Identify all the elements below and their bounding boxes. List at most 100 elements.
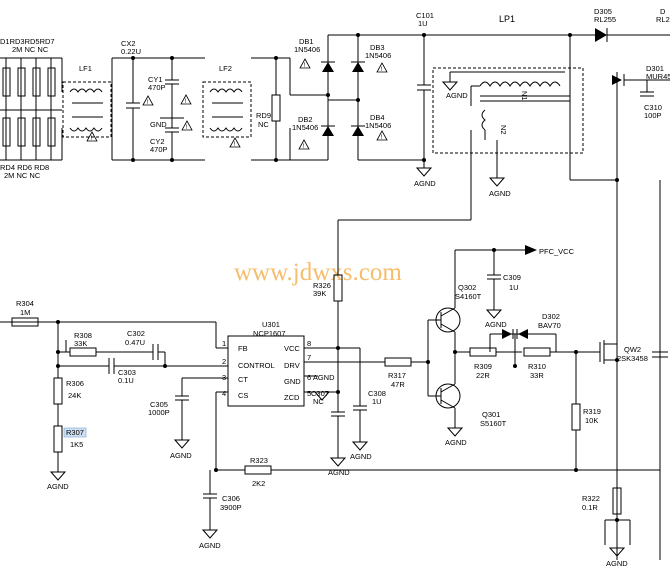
pin-label-drv: DRV — [284, 361, 300, 370]
label-r319-val: 10K — [585, 416, 598, 425]
label-r-top-vals: 2M NC NC — [12, 45, 49, 54]
label-lf1: LF1 — [79, 64, 92, 73]
label-c308-val: 1U — [372, 397, 382, 406]
label-d-edge2: RL2 — [656, 15, 670, 24]
resistor-r308 — [58, 340, 120, 357]
input-resistor-bank — [0, 57, 62, 161]
resistor-rd9 — [271, 58, 281, 160]
diode-d305 — [595, 28, 670, 42]
label-r317: R317 — [388, 371, 406, 380]
label-r308: R308 — [74, 331, 92, 340]
capacitor-cy1-cy2 — [160, 58, 184, 160]
label-agnd-c309: AGND — [485, 320, 507, 329]
label-d305: D305 — [594, 7, 612, 16]
label-r317-val: 47R — [391, 380, 405, 389]
label-r308-val: 33K — [74, 339, 87, 348]
capacitor-c302 — [120, 344, 166, 366]
label-c305-val: 1000P — [148, 408, 170, 417]
label-r323: R323 — [250, 456, 268, 465]
resistor-r319 — [571, 403, 581, 470]
pin-label-vcc: VCC — [284, 344, 300, 353]
label-u301: U301 — [262, 320, 280, 329]
capacitor-c305 — [174, 377, 216, 449]
warning-icon — [180, 94, 192, 106]
label-agnd-inductor: AGND — [446, 91, 468, 100]
label-c302: C302 — [127, 329, 145, 338]
label-cy1-val: 470P — [148, 83, 166, 92]
warning-icon — [181, 120, 193, 132]
label-r-bot-vals: 2M NC NC — [4, 171, 41, 180]
warning-icon — [376, 130, 388, 142]
diode-d301 — [612, 72, 670, 560]
label-n2: N2 — [499, 125, 508, 135]
pin-label-fb: FB — [238, 344, 248, 353]
label-r306: R306 — [66, 379, 84, 388]
capacitor-c308 — [338, 347, 368, 451]
label-rd9: RD9 — [256, 111, 271, 120]
pin-label-cs: CS — [238, 391, 248, 400]
label-cy1: CY1 — [148, 75, 163, 84]
label-r310: R310 — [528, 362, 546, 371]
label-d305-val: RL255 — [594, 15, 616, 24]
mosfet-qw2 — [575, 180, 618, 404]
label-d301-val: MUR450 — [646, 72, 670, 81]
warning-icon — [298, 139, 310, 151]
label-c307-val: NC — [313, 397, 324, 406]
capacitor-cx2 — [126, 58, 140, 160]
watermark: www.jdwxs.com — [234, 259, 402, 286]
pfc-inductor-lp1 — [432, 35, 617, 187]
junction-dots — [56, 33, 619, 522]
resistor-r306 — [53, 377, 63, 426]
warning-icon — [229, 137, 241, 149]
pin-label-control: CONTROL — [238, 361, 275, 370]
label-r322-val: 0.1R — [582, 503, 598, 512]
label-cx2-val: 0.22U — [121, 47, 141, 56]
label-c101-val: 1U — [418, 19, 428, 28]
label-r304-val: 1M — [20, 308, 30, 317]
net-pfc-vcc — [455, 245, 537, 255]
label-r319: R319 — [583, 407, 601, 416]
label-agnd-q301: AGND — [445, 438, 467, 447]
label-agnd-c308: AGND — [350, 452, 372, 461]
label-r307-val: 1K5 — [70, 440, 83, 449]
label-agnd-c305: AGND — [170, 451, 192, 460]
label-agnd-r307: AGND — [47, 482, 69, 491]
capacitor-c303 — [58, 358, 216, 374]
capacitor-c309 — [486, 250, 502, 319]
label-agnd-c306: AGND — [199, 541, 221, 550]
label-db4-val: 1N5406 — [365, 121, 391, 130]
label-lp1: LP1 — [499, 14, 515, 24]
pin-number-8: 8 — [307, 339, 311, 348]
label-d302-val: BAV70 — [538, 321, 561, 330]
pin-number-2: 2 — [222, 357, 226, 366]
resistor-r317 — [384, 357, 428, 367]
label-agnd-c101: AGND — [414, 179, 436, 188]
label-lf2: LF2 — [219, 64, 232, 73]
pin-label-gnd: GND — [284, 377, 301, 386]
label-n1: N1 — [520, 91, 529, 101]
label-q302: Q302 — [458, 283, 476, 292]
label-c309-val: 1U — [509, 283, 519, 292]
label-q302-val: S4160T — [455, 292, 482, 301]
pin-label-zcd: ZCD — [284, 393, 300, 402]
label-c306: C306 — [222, 494, 240, 503]
capacitor-c306 — [202, 470, 218, 539]
label-r307: R307 — [66, 428, 84, 437]
bridge-rectifier — [289, 35, 400, 161]
label-c309: C309 — [503, 273, 521, 282]
pin-number-7: 7 — [307, 353, 311, 362]
transistor-q302 — [428, 250, 461, 366]
label-c305: C305 — [150, 400, 168, 409]
label-r309: R309 — [474, 362, 492, 371]
pin-number-4: 4 — [222, 389, 226, 398]
label-cy2-val: 470P — [150, 145, 168, 154]
label-db2-val: 1N5406 — [292, 123, 318, 132]
label-db2: DB2 — [298, 115, 313, 124]
resistor-r310 — [523, 347, 600, 357]
resistor-r322 — [604, 360, 631, 557]
label-agnd-c307: AGND — [328, 468, 350, 477]
label-r326-val: 39K — [313, 289, 326, 298]
label-qw2-val: 2SK3458 — [617, 354, 648, 363]
label-rd9-val: NC — [258, 120, 269, 129]
